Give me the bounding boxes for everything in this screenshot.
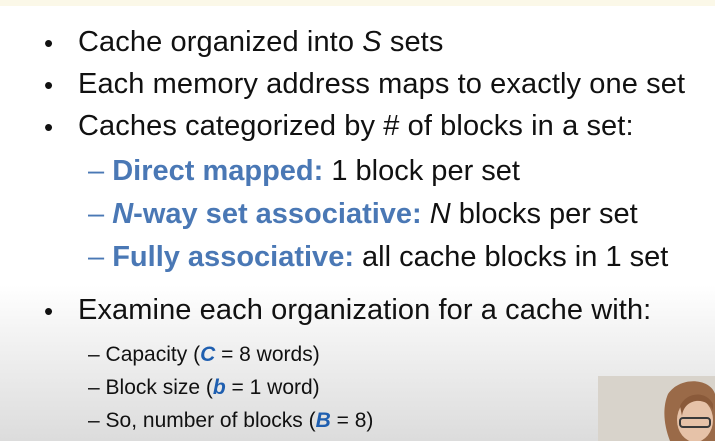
param-capacity: – Capacity (C = 8 words) <box>88 343 320 366</box>
bullet-dot: • <box>44 112 54 142</box>
sub-n-way: – N-way set associative: N blocks per se… <box>88 198 638 230</box>
sub-direct-mapped: – Direct mapped: 1 block per set <box>88 155 520 187</box>
bullet-address-map: Each memory address maps to exactly one … <box>78 68 686 100</box>
bullet-dot: • <box>44 28 54 58</box>
bullet-dot: • <box>44 70 54 100</box>
bullet-sets: Cache organized into S sets <box>78 26 444 58</box>
bullet-examine: Examine each organization for a cache wi… <box>78 294 652 326</box>
webcam-overlay <box>598 376 715 441</box>
param-num-blocks: – So, number of blocks (B = 8) <box>88 409 374 432</box>
presenter-video <box>598 376 715 441</box>
sub-fully-associative: – Fully associative: all cache blocks in… <box>88 241 669 273</box>
param-block-size: – Block size (b = 1 word) <box>88 376 320 399</box>
top-strip <box>0 0 715 6</box>
bullet-dot: • <box>44 296 54 326</box>
bullet-categorized: Caches categorized by # of blocks in a s… <box>78 110 634 142</box>
